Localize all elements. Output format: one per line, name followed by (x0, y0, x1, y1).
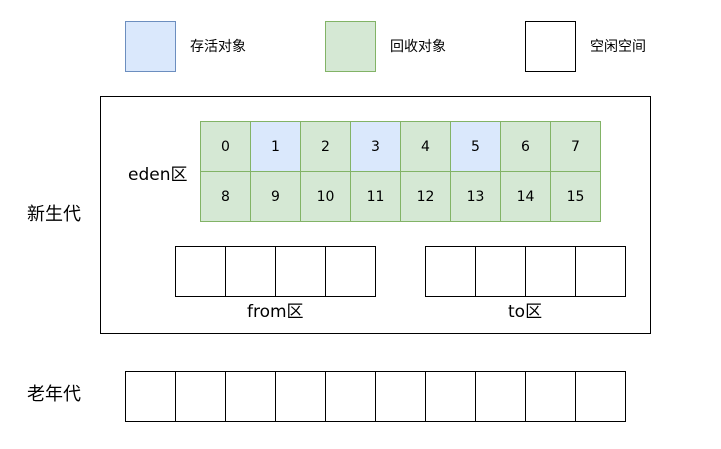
old-gen-slot (425, 371, 476, 422)
old-gen-slot (175, 371, 226, 422)
eden-cell-11: 11 (350, 171, 401, 222)
old-gen-slot (225, 371, 276, 422)
from-slot (175, 246, 226, 297)
legend-label-reclaim: 回收对象 (390, 39, 446, 55)
old-gen-label: 老年代 (27, 384, 81, 405)
eden-cell-6: 6 (500, 121, 551, 172)
from-slot (275, 246, 326, 297)
eden-live-fill: 5 (451, 122, 500, 171)
from-space (175, 246, 376, 297)
old-gen-slot (525, 371, 576, 422)
old-gen-slot (375, 371, 426, 422)
eden-label: eden区 (128, 165, 188, 185)
eden-cell-10: 10 (300, 171, 351, 222)
old-gen-slot (125, 371, 176, 422)
eden-grid: 0123456789101112131415135 (200, 121, 601, 222)
eden-cell-4: 4 (400, 121, 451, 172)
eden-cell-15: 15 (550, 171, 601, 222)
old-gen-slot (275, 371, 326, 422)
eden-live-fill: 1 (251, 122, 300, 171)
legend-swatch-free (525, 21, 576, 72)
old-gen-slot (325, 371, 376, 422)
legend-swatch-live (125, 21, 176, 72)
eden-live-fill: 3 (351, 122, 400, 171)
to-label: to区 (508, 302, 543, 322)
old-gen-slot (575, 371, 626, 422)
to-space (425, 246, 626, 297)
old-gen-slot (475, 371, 526, 422)
eden-cell-14: 14 (500, 171, 551, 222)
young-gen-label: 新生代 (27, 204, 81, 225)
to-slot (475, 246, 526, 297)
to-slot (525, 246, 576, 297)
from-label: from区 (247, 302, 304, 322)
from-slot (325, 246, 376, 297)
legend-label-live: 存活对象 (190, 39, 246, 55)
eden-cell-2: 2 (300, 121, 351, 172)
eden-cell-0: 0 (200, 121, 251, 172)
eden-cell-12: 12 (400, 171, 451, 222)
legend-swatch-reclaim (325, 21, 376, 72)
from-slot (225, 246, 276, 297)
young-gen-frame (100, 96, 651, 334)
old-gen-space (125, 371, 626, 422)
to-slot (425, 246, 476, 297)
eden-cell-9: 9 (250, 171, 301, 222)
legend-label-free: 空闲空间 (590, 39, 646, 55)
eden-cell-13: 13 (450, 171, 501, 222)
to-slot (575, 246, 626, 297)
eden-cell-7: 7 (550, 121, 601, 172)
eden-cell-8: 8 (200, 171, 251, 222)
